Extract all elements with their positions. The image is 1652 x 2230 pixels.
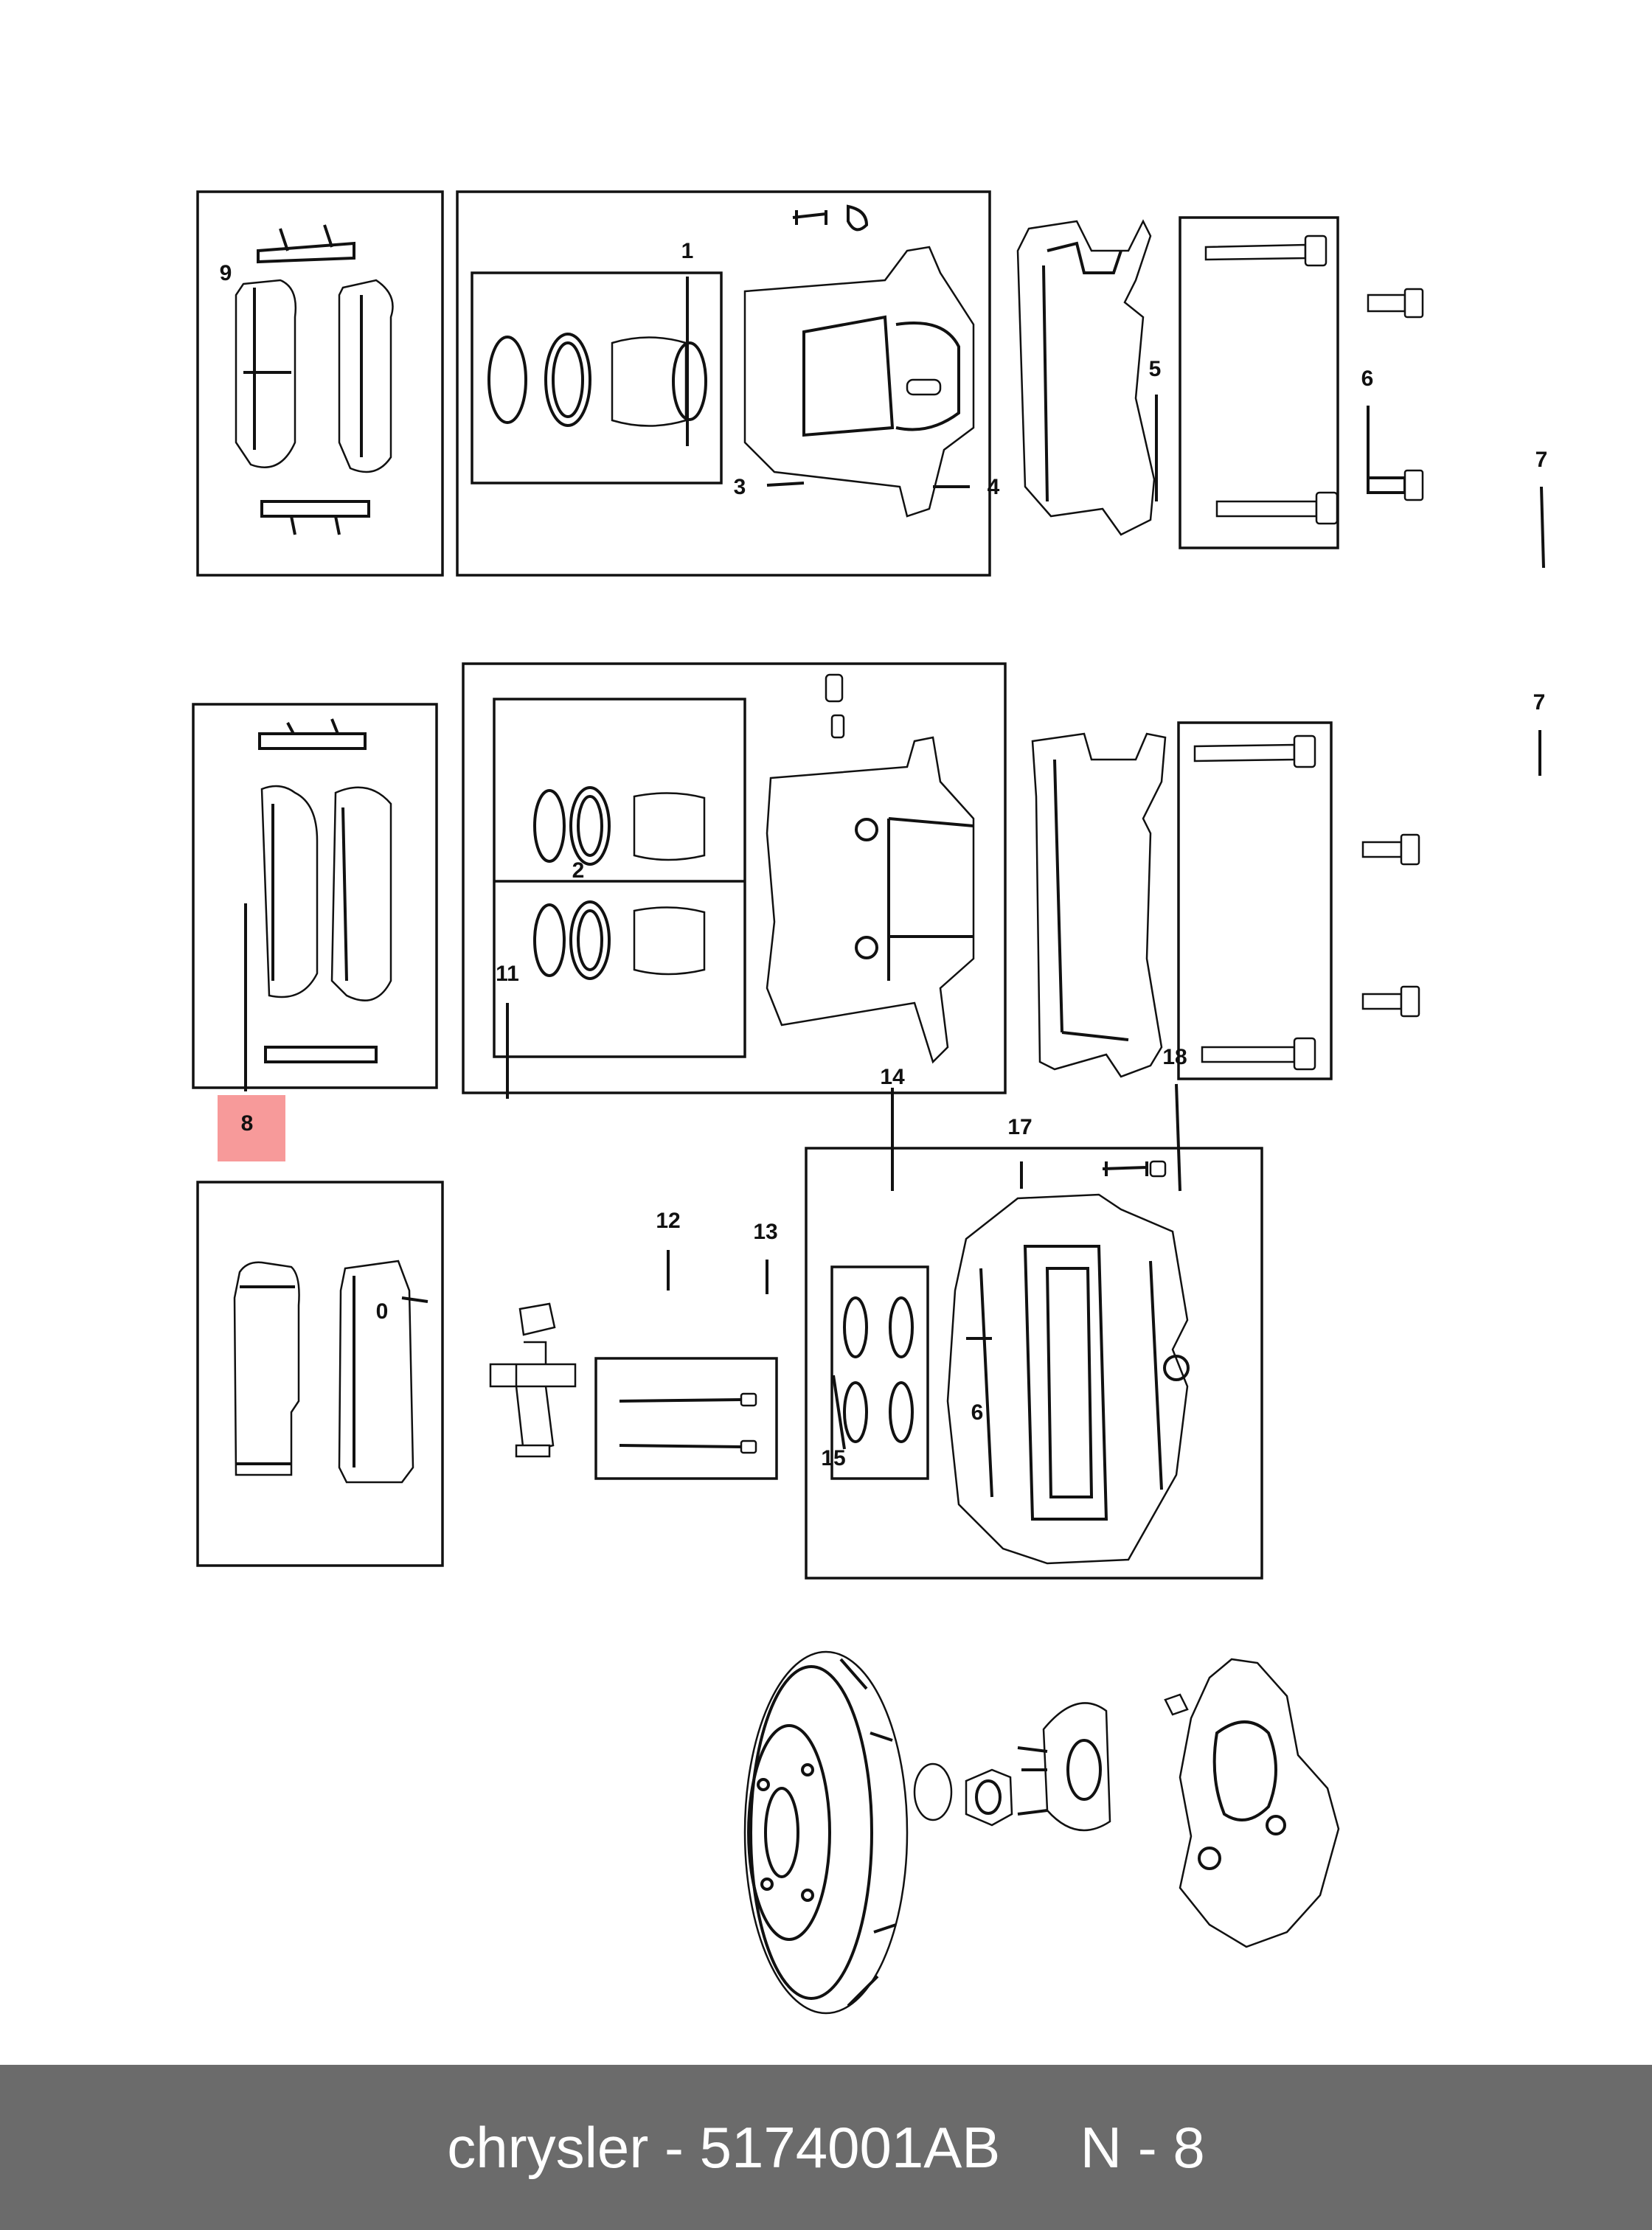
part-caption-bar: chrysler - 5174001AB N - 8 [0,2065,1652,2230]
callout-1: 1 [681,239,694,263]
pad-kit-box-9 [196,190,444,577]
wheel-hub [913,1702,1111,1832]
callout-11: 11 [496,962,519,986]
caption-separator: - [648,2114,700,2180]
brand-name: chrysler [447,2114,649,2180]
pad-box-10 [196,1181,444,1567]
dust-shield [1164,1658,1340,1948]
part-number: 5174001AB [699,2114,1001,2180]
pad-kit-box-8 [192,703,438,1091]
callout-2: 2 [572,858,585,883]
anti-rattle-clip [489,1302,577,1458]
callout-7b: 7 [1533,690,1546,715]
callout-7a: 7 [1535,448,1548,472]
guide-pin-box-18 [1175,721,1333,1192]
caliper-box-17 [805,1147,1263,1580]
exploded-brake-diagram: 1 2 3 4 5 6 7 7 8 9 0 11 12 13 14 15 6 1… [192,190,1548,2015]
callout-5: 5 [1149,357,1162,381]
callout-15: 15 [821,1446,845,1470]
callout-17: 17 [1007,1115,1032,1139]
leader-7a [1540,486,1545,569]
callout-9: 9 [220,261,232,285]
caption-gap [1000,2114,1080,2181]
callout-3: 3 [734,475,746,499]
callout-16: 6 [971,1400,984,1425]
caliper-bracket-middle [1031,732,1167,1078]
brake-rotor [743,1650,909,2015]
callout-8: 8 [241,1111,254,1136]
callout-14: 14 [880,1065,905,1089]
guide-pin-box-6 [1179,216,1339,549]
callout-6: 6 [1361,367,1374,391]
callout-18: 18 [1162,1045,1187,1069]
callout-10: 0 [376,1299,389,1324]
caliper-box-14 [462,662,1007,1191]
callout-8-highlight [218,1095,285,1161]
pin-box-12-13 [594,1250,778,1480]
callout-labels: 1 2 3 4 5 6 7 7 8 9 0 11 12 13 14 15 6 1… [220,239,1548,1470]
bolts-middle-right [1361,833,1420,1018]
callout-4: 4 [988,475,1000,499]
caliper-box-1 [456,190,991,577]
callout-13: 13 [753,1220,777,1244]
callout-12: 12 [656,1209,680,1233]
diagram-page-ref: N - 8 [1080,2114,1205,2180]
caliper-bracket-5 [1016,219,1158,536]
bolt-top-right [1367,288,1424,501]
